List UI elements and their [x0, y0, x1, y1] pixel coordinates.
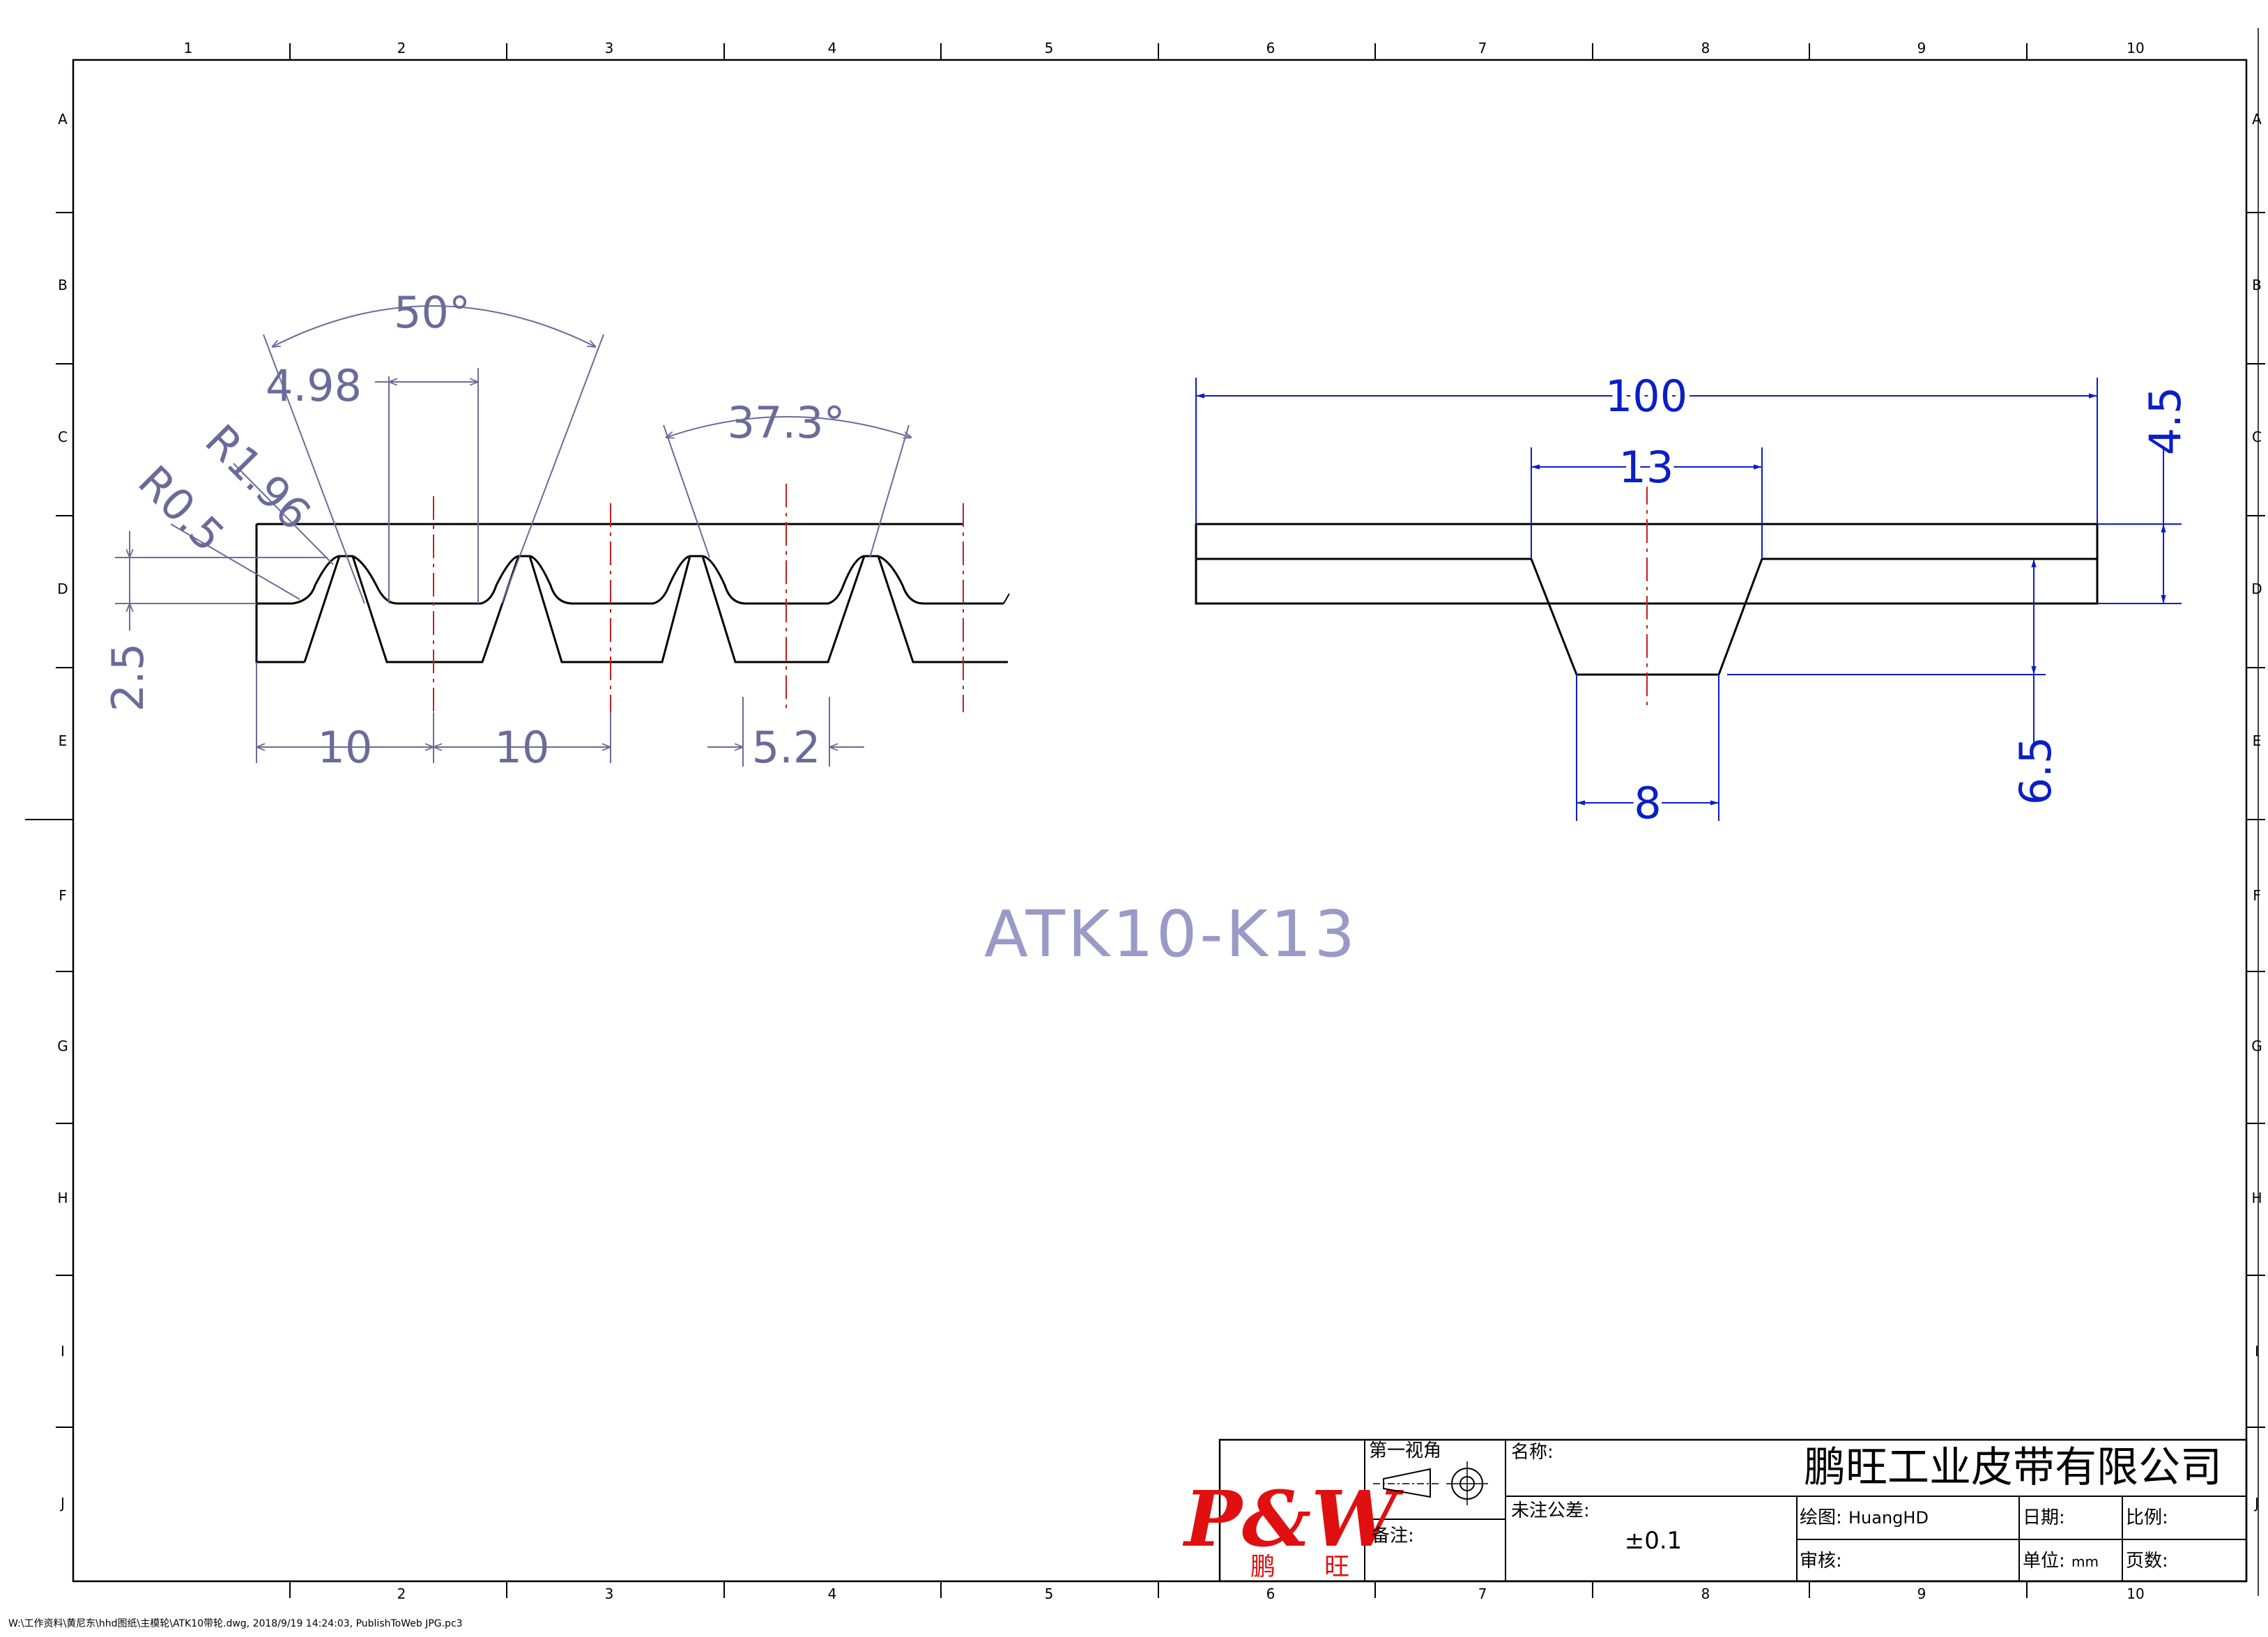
col-label-bottom-7: 7	[1478, 1585, 1487, 1602]
col-label-bottom-3: 3	[605, 1585, 614, 1602]
scale-label: 比例:	[2126, 1507, 2168, 1528]
company-logo: P&W 鹏 旺	[1182, 1474, 1404, 1581]
projection-label: 第一视角	[1369, 1440, 1441, 1461]
row-ticks	[25, 212, 2265, 1428]
col-label-bottom-2: 2	[397, 1585, 406, 1602]
logo-mark: P&W	[1182, 1474, 1404, 1564]
col-label-top-9: 9	[1917, 40, 1926, 56]
belt-left-end	[255, 524, 305, 663]
col-label-bottom-5: 5	[1045, 1585, 1054, 1602]
row-label-left-g: G	[57, 1038, 68, 1054]
title-block	[1218, 1438, 2248, 1583]
profile-dimension-labels: 50° 4.98 37.3° R1.96 R0.5 2.5 10 10 5.2	[102, 287, 845, 773]
dim-width-100: 100	[1605, 371, 1687, 422]
tolerance-label: 未注公差:	[1511, 1500, 1590, 1521]
logo-sub-right: 旺	[1324, 1553, 1349, 1581]
drawn-value: HuangHD	[1848, 1508, 1929, 1528]
belt-tooth-profile	[256, 555, 1004, 605]
row-label-right-h: H	[2251, 1190, 2262, 1206]
dim-pitch-10-a: 10	[318, 722, 373, 773]
section-dimensions	[1195, 378, 2182, 821]
drawn-label: 绘图:	[1800, 1507, 1842, 1528]
section-dimension-labels: 100 13 8 4.5 6.5	[1600, 366, 2191, 833]
remark-label: 备注:	[1372, 1525, 1414, 1546]
row-label-left-j: J	[59, 1495, 65, 1512]
col-label-top-1: 1	[184, 40, 193, 56]
belt-profile-view	[255, 523, 1010, 663]
company-name: 鹏旺工业皮带有限公司	[1804, 1443, 2222, 1492]
row-label-right-c: C	[2252, 429, 2262, 445]
belt-right-break	[1003, 593, 1010, 604]
review-label: 审核:	[1800, 1551, 1842, 1571]
center-lines-profile	[433, 484, 964, 712]
row-label-right-f: F	[2253, 887, 2261, 904]
col-label-top-5: 5	[1045, 40, 1054, 56]
logo-sub-left: 鹏	[1250, 1553, 1275, 1581]
row-label-right-b: B	[2252, 277, 2262, 293]
row-label-left-b: B	[58, 277, 68, 293]
unit-label: 单位:	[2023, 1551, 2065, 1571]
row-label-left-f: F	[59, 887, 67, 904]
col-label-bottom-4: 4	[828, 1585, 837, 1602]
dim-height-65: 6.5	[2010, 737, 2061, 806]
unit-value: mm	[2071, 1553, 2099, 1570]
name-label: 名称:	[1511, 1442, 1554, 1463]
col-label-bottom-9: 9	[1917, 1585, 1926, 1602]
col-label-top-3: 3	[605, 40, 614, 56]
drawing-frame	[72, 59, 2248, 1583]
col-label-top-6: 6	[1266, 40, 1275, 56]
row-label-right-j: J	[2253, 1495, 2259, 1512]
title-block-text: 第一视角 备注: 名称: 未注公差: ±0.1 鹏旺工业皮带有限公司 绘图: H…	[1369, 1440, 2222, 1571]
col-label-top-10: 10	[2127, 40, 2144, 56]
row-label-left-a: A	[58, 111, 68, 128]
dim-angle-50: 50°	[394, 287, 470, 338]
col-label-bottom-8: 8	[1701, 1585, 1710, 1602]
col-label-top-2: 2	[397, 40, 406, 56]
file-path-footer: W:\工作资料\黄尼东\hhd图纸\主模轮\ATK10带轮.dwg, 2018/…	[8, 1617, 463, 1629]
row-label-right-g: G	[2251, 1038, 2262, 1054]
row-label-left-h: H	[57, 1190, 68, 1206]
row-label-right-i: I	[2255, 1343, 2259, 1360]
dim-height-25: 2.5	[102, 643, 153, 712]
page-label: 页数:	[2126, 1551, 2168, 1571]
row-label-right-a: A	[2252, 111, 2262, 128]
dim-pitch-10-b: 10	[495, 722, 550, 773]
dim-height-45: 4.5	[2140, 387, 2191, 456]
row-label-left-e: E	[59, 732, 68, 749]
row-label-left-d: D	[57, 581, 68, 597]
dim-width-13: 13	[1619, 442, 1674, 493]
row-label-left-i: I	[61, 1343, 65, 1360]
col-label-bottom-10: 10	[2127, 1585, 2144, 1602]
tolerance-value: ±0.1	[1625, 1527, 1683, 1555]
part-title: ATK10-K13	[984, 897, 1358, 971]
first-angle-projection-icon	[1373, 1461, 1488, 1505]
column-ticks	[289, 43, 2028, 1598]
col-label-top-8: 8	[1701, 40, 1710, 56]
dim-angle-373: 37.3°	[727, 397, 845, 448]
belt-bottom-teeth	[303, 555, 1008, 663]
dim-width-8: 8	[1634, 778, 1661, 829]
col-label-bottom-6: 6	[1266, 1585, 1275, 1602]
col-label-top-4: 4	[828, 40, 837, 56]
row-label-left-c: C	[58, 429, 68, 445]
row-label-right-e: E	[2253, 732, 2262, 749]
row-label-right-d: D	[2251, 581, 2262, 597]
date-label: 日期:	[2023, 1507, 2065, 1528]
col-label-top-7: 7	[1478, 40, 1487, 56]
dim-tooth-52: 5.2	[752, 722, 821, 773]
profile-dimensions	[115, 305, 912, 767]
dim-width-498: 4.98	[266, 360, 362, 411]
